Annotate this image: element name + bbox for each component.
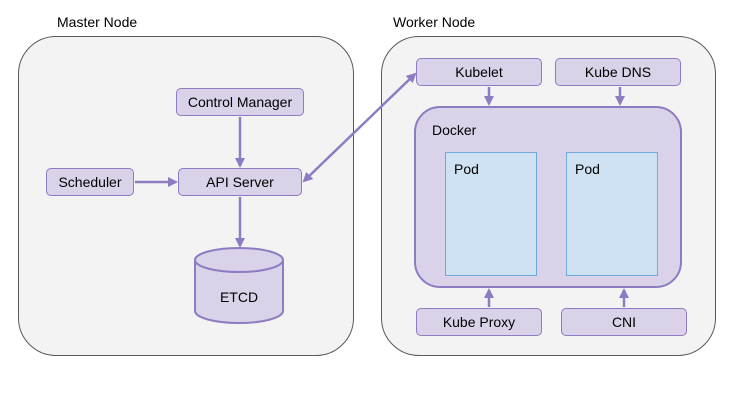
scheduler-box[interactable]: Scheduler [46, 168, 134, 196]
kubelet-label: Kubelet [455, 64, 503, 80]
pod-box[interactable]: Pod [566, 152, 658, 276]
docker-label: Docker [432, 122, 477, 138]
cni-box[interactable]: CNI [561, 308, 687, 336]
control-manager-label: Control Manager [187, 94, 293, 110]
kube-dns-label: Kube DNS [584, 64, 652, 80]
scheduler-label: Scheduler [58, 174, 122, 190]
kube-proxy-box[interactable]: Kube Proxy [416, 308, 542, 336]
api-server-label: API Server [206, 174, 274, 190]
kubelet-box[interactable]: Kubelet [416, 58, 542, 86]
api-server-box[interactable]: API Server [178, 168, 302, 196]
control-manager-box[interactable]: Control Manager [176, 88, 304, 116]
etcd-cylinder[interactable]: ETCD [194, 247, 284, 324]
cni-label: CNI [611, 314, 637, 330]
kube-dns-box[interactable]: Kube DNS [555, 58, 681, 86]
master-node-label: Master Node [57, 14, 138, 30]
kube-proxy-label: Kube Proxy [442, 314, 516, 330]
pod-label: Pod [454, 161, 479, 177]
worker-node-label: Worker Node [393, 14, 476, 30]
arrow-api-kubelet [302, 72, 417, 183]
etcd-label: ETCD [220, 289, 258, 305]
pod-box[interactable]: Pod [445, 152, 537, 276]
docker-container[interactable]: Docker Pod Pod [414, 106, 682, 288]
pod-label: Pod [575, 161, 600, 177]
